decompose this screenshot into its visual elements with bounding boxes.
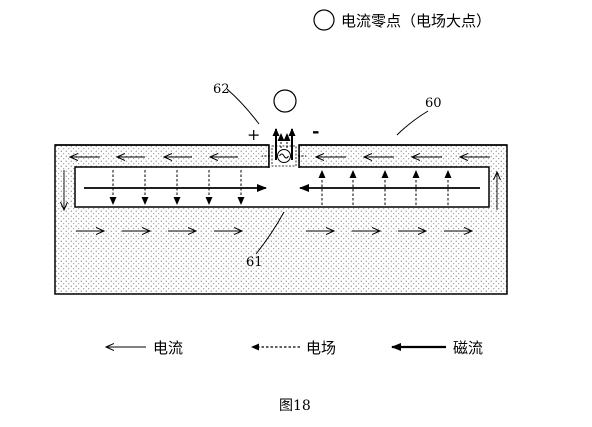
figure-caption: 图18 (279, 398, 311, 414)
bottom-legend: 电流 电场 磁流 (106, 339, 483, 357)
label-62: 62 (213, 82, 230, 97)
inner-slot (74, 166, 490, 208)
reference-labels: 62 60 61 (213, 82, 442, 270)
efield-legend-label: 电场 (306, 339, 336, 357)
magflux-legend-label: 磁流 (453, 339, 483, 357)
efield-arrows-left (109, 170, 245, 205)
current-zero-label: 电流零点（电场大点） (341, 12, 491, 30)
minus-sign: - (312, 121, 319, 142)
current-zero-marker-icon (313, 9, 335, 31)
current-zero-point-icon (273, 89, 297, 113)
antenna-structure (54, 144, 508, 295)
label-61: 61 (246, 255, 263, 270)
current-legend-label: 电流 (153, 339, 183, 357)
efield-arrows-right (318, 170, 452, 205)
top-legend: 电流零点（电场大点） (313, 9, 491, 31)
feed-source: + - (247, 89, 319, 167)
top-current-arrows (64, 157, 497, 210)
plus-sign: + (247, 125, 260, 144)
label-60: 60 (425, 96, 442, 111)
